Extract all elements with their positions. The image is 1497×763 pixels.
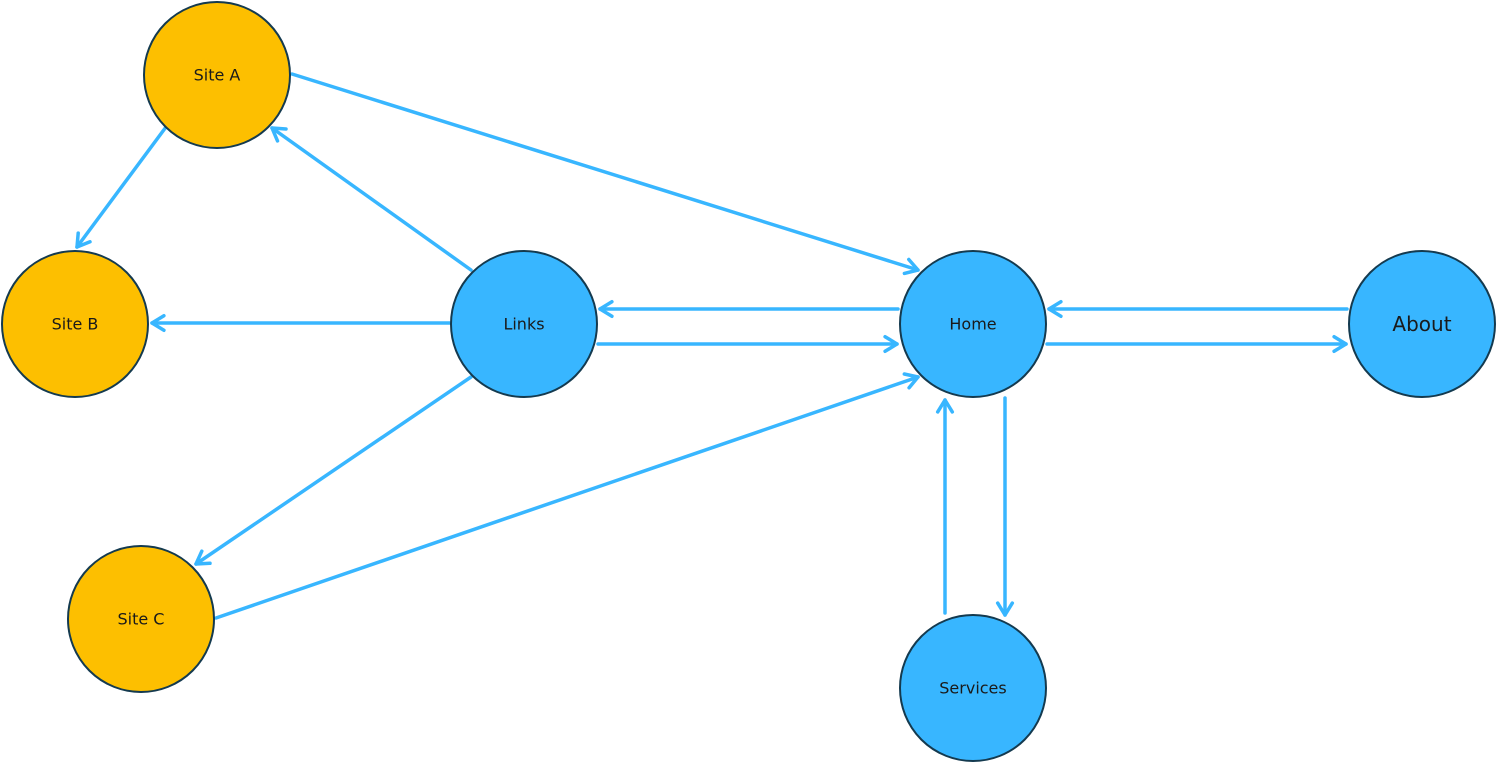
arrowhead-icon [902, 257, 920, 276]
node-label: Home [949, 315, 996, 334]
edge-line [290, 72, 920, 272]
node-label: Services [939, 679, 1006, 698]
arrowhead-icon [883, 334, 899, 354]
edge-services-to-home [935, 398, 955, 615]
node-circle [450, 250, 598, 398]
node-label: Links [503, 315, 544, 334]
edges-layer [75, 72, 1349, 620]
arrowhead-icon [270, 126, 288, 143]
node-label: Site C [118, 610, 165, 629]
node-home: Home [899, 250, 1047, 398]
edge-site-a-to-home [290, 72, 920, 276]
edge-line [214, 375, 920, 620]
arrowhead-icon [902, 372, 920, 390]
edge-home-to-about [1045, 334, 1348, 354]
node-links: Links [450, 250, 598, 398]
node-site-a: Site A [143, 1, 291, 149]
node-about: About [1348, 250, 1496, 398]
node-site-c: Site C [67, 545, 215, 693]
arrowhead-icon [150, 313, 166, 333]
arrowhead-icon [935, 398, 955, 414]
edge-home-to-links [598, 299, 900, 319]
arrowhead-icon [598, 299, 614, 319]
node-circle [899, 614, 1047, 762]
edge-line [270, 126, 473, 272]
edge-site-a-to-site-b [75, 125, 168, 249]
node-services: Services [899, 614, 1047, 762]
arrowhead-icon [1047, 299, 1063, 319]
node-circle [899, 250, 1047, 398]
edge-about-to-home [1047, 299, 1349, 319]
node-label: Site B [52, 315, 99, 334]
node-circle [67, 545, 215, 693]
edge-site-c-to-home [214, 372, 920, 620]
edge-home-to-services [995, 396, 1015, 617]
node-site-b: Site B [1, 250, 149, 398]
node-label: Site A [194, 66, 241, 85]
edge-links-to-site-a [270, 126, 473, 272]
node-circle [143, 1, 291, 149]
edge-line [75, 125, 168, 249]
arrowhead-icon [995, 601, 1015, 617]
edge-links-to-site-b [150, 313, 452, 333]
arrowhead-icon [194, 549, 212, 566]
arrowhead-icon [75, 231, 92, 249]
node-circle [1348, 250, 1496, 398]
arrowhead-icon [1332, 334, 1348, 354]
edge-links-to-home [596, 334, 899, 354]
edge-links-to-site-c [194, 375, 473, 566]
node-label: About [1392, 312, 1451, 336]
node-circle [1, 250, 149, 398]
edge-line [194, 375, 473, 566]
